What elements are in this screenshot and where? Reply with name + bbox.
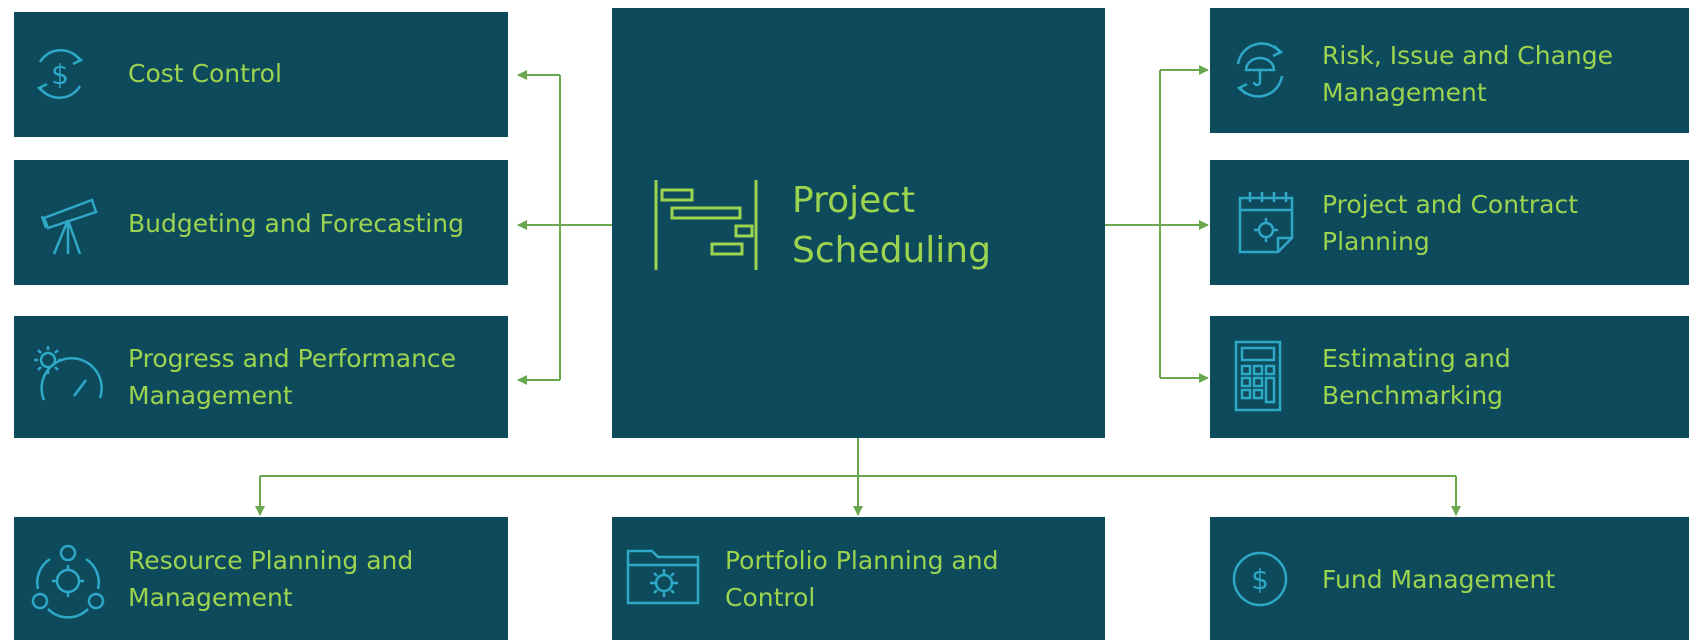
svg-text:$: $ <box>1251 563 1269 596</box>
label-fund-management: Fund Management <box>1322 565 1556 594</box>
gear-gauge-icon <box>28 340 108 420</box>
box-progress-performance: Progress and Performance Management <box>14 316 508 438</box>
label-risk-issue-change-line1: Risk, Issue and Change <box>1322 41 1614 70</box>
label-progress-performance-line1: Progress and Performance <box>128 344 457 373</box>
calculator-icon <box>1232 338 1288 414</box>
box-estimating-benchmarking: Estimating and Benchmarking <box>1210 316 1689 438</box>
umbrella-cycle-icon <box>1228 38 1292 102</box>
calendar-gear-icon <box>1236 188 1300 256</box>
box-fund-management: $ Fund Management <box>1210 517 1689 640</box>
label-project-contract-line2: Planning <box>1322 227 1430 256</box>
label-portfolio-line1: Portfolio Planning and <box>725 546 999 575</box>
telescope-icon <box>34 188 104 258</box>
label-budgeting-forecasting: Budgeting and Forecasting <box>128 209 464 238</box>
dollar-circle-icon: $ <box>1230 549 1294 613</box>
center-title-line2: Scheduling <box>792 230 991 271</box>
label-estimating-line1: Estimating and <box>1322 344 1511 373</box>
box-risk-issue-change: Risk, Issue and Change Management <box>1210 8 1689 133</box>
label-estimating-line2: Benchmarking <box>1322 381 1504 410</box>
label-progress-performance-line2: Management <box>128 381 293 410</box>
box-cost-control: $ Cost Control <box>14 12 508 137</box>
label-resource-planning-line1: Resource Planning and <box>128 546 414 575</box>
dollar-cycle-icon: $ <box>28 44 92 104</box>
box-portfolio-planning: Portfolio Planning and Control <box>612 517 1105 640</box>
svg-text:$: $ <box>51 58 69 91</box>
label-cost-control: Cost Control <box>128 59 282 88</box>
center-title-line1: Project <box>792 180 916 221</box>
gantt-chart-icon <box>652 178 762 273</box>
box-project-contract-planning: Project and Contract Planning <box>1210 160 1689 285</box>
resource-network-icon <box>28 543 108 619</box>
label-resource-planning-line2: Management <box>128 583 293 612</box>
box-resource-planning: Resource Planning and Management <box>14 517 508 640</box>
folder-gear-icon <box>624 543 704 609</box>
label-risk-issue-change-line2: Management <box>1322 78 1487 107</box>
label-project-contract-line1: Project and Contract <box>1322 190 1579 219</box>
label-portfolio-line2: Control <box>725 583 816 612</box>
box-budgeting-forecasting: Budgeting and Forecasting <box>14 160 508 285</box>
center-box-project-scheduling: Project Scheduling <box>612 8 1105 438</box>
